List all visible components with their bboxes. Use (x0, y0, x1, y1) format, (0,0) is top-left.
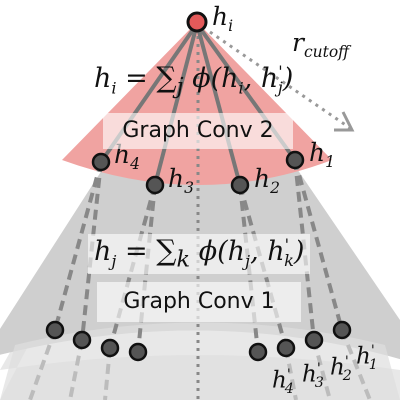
node-h4-prime-label: h'4 (272, 368, 294, 397)
label-sup: ' (370, 343, 375, 359)
node-h1 (285, 150, 305, 170)
label-sub: 1 (368, 357, 378, 374)
cutoff-arrowhead (334, 111, 355, 132)
label-sup: ' (286, 367, 291, 383)
cutoff-radius-label: rcutoff (292, 30, 349, 61)
level2-nodes (45, 320, 352, 362)
eq-equals: = (125, 236, 148, 267)
label-base: h (356, 343, 371, 370)
node-hi (186, 11, 208, 33)
node-h3-label: h3 (168, 166, 194, 197)
label-sup: ' (316, 361, 321, 377)
node-h1-prime-label: h'1 (356, 344, 378, 373)
node-h2-prime (304, 330, 324, 350)
node-h3-prime (276, 338, 296, 358)
phi-symbol: ϕ( (198, 236, 228, 267)
cutoff-subscript: cutoff (303, 43, 350, 61)
sum-symbol: ∑ (156, 234, 177, 267)
label-sub: 4 (284, 381, 294, 398)
eq-lhs: hi (94, 63, 117, 98)
conv1-receptive-field (0, 22, 400, 360)
cutoff-symbol: r (292, 28, 304, 57)
phi-symbol: ϕ( (192, 63, 222, 94)
node-h2 (230, 175, 250, 195)
label-base: h (309, 138, 326, 167)
label-base: h (168, 164, 185, 193)
label-sub: 2 (270, 179, 280, 197)
label-sub: 2 (342, 368, 352, 385)
eq-arg-2: h'k (267, 235, 294, 271)
node-outer (100, 338, 120, 358)
eq-close-paren: ) (293, 236, 305, 267)
label-sup: ' (344, 354, 349, 370)
label-sub: i (228, 17, 234, 35)
node-h4-prime (248, 342, 268, 362)
node-outer (45, 320, 65, 340)
sum-symbol: ∑ (156, 61, 177, 94)
conv1-layer-label: Graph Conv 1 (97, 282, 301, 322)
node-h3 (145, 175, 165, 195)
node-outer (128, 342, 148, 362)
label-base: h (302, 361, 317, 388)
eq-arg-2: h'j (260, 62, 283, 98)
label-sub: 1 (325, 153, 335, 171)
eq-arg-1: hi (221, 63, 244, 98)
level1-nodes (91, 150, 305, 195)
conv1-lower-band (0, 322, 400, 400)
label-base: h (254, 164, 271, 193)
node-h1-prime (332, 320, 352, 340)
conv2-name: Graph Conv 2 (122, 118, 274, 143)
node-outer (72, 330, 92, 350)
label-sub: 3 (314, 375, 324, 392)
label-base: h (212, 2, 229, 31)
node-h1-label: h1 (309, 140, 335, 171)
center-node-label: hi (212, 4, 233, 35)
conv1-equation: hj = ∑k ϕ(hj, h'k) (88, 234, 311, 274)
conv1-name: Graph Conv 1 (123, 289, 275, 314)
eq-sum-index: k (176, 246, 191, 273)
node-h4 (91, 152, 111, 172)
conv2-equation: hi = ∑j ϕ(hi, h'j) (94, 61, 294, 100)
eq-arg-1: hj (227, 236, 251, 271)
eq-sum-index: j (176, 73, 184, 100)
conv2-layer-label: Graph Conv 2 (103, 113, 293, 149)
node-h3-prime-label: h'3 (302, 362, 324, 391)
eq-close-paren: ) (282, 63, 294, 94)
node-h2-label: h2 (254, 166, 280, 197)
label-sub: 3 (184, 179, 194, 197)
label-base: h (272, 367, 287, 394)
node-h2-prime-label: h'2 (330, 355, 352, 384)
eq-lhs: hj (94, 236, 117, 271)
eq-equals: = (125, 63, 148, 94)
label-base: h (330, 354, 345, 381)
label-sub: 4 (130, 155, 140, 173)
